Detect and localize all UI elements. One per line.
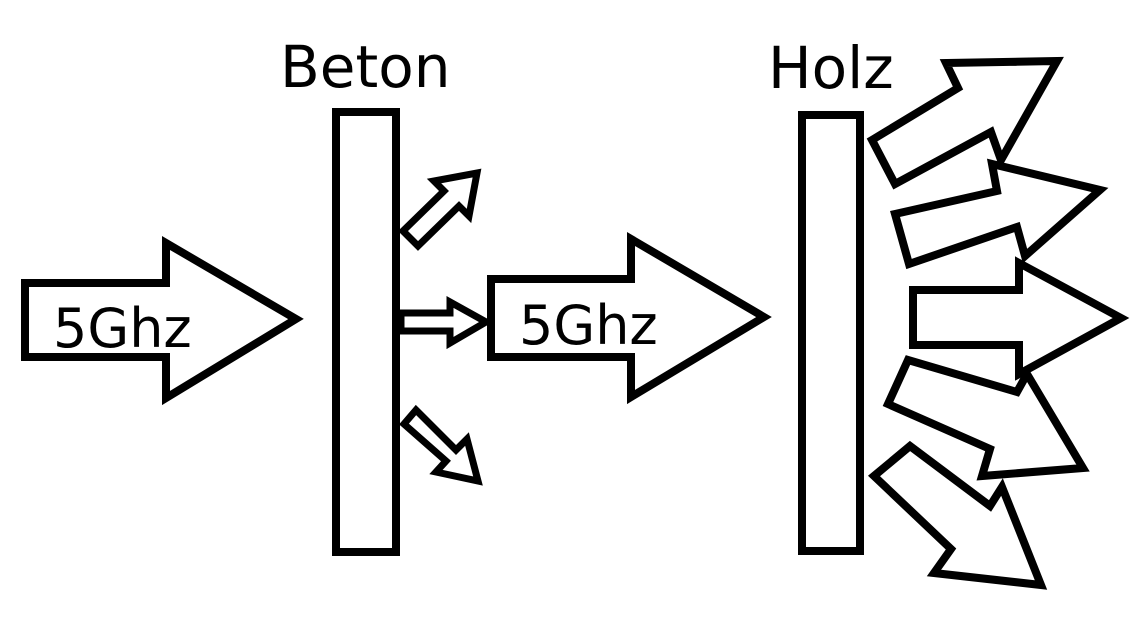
beton-wall-group: Beton (280, 33, 450, 556)
incoming-signal-label: 5Ghz (53, 297, 192, 360)
transmitted-signal-label: 5Ghz (519, 294, 658, 357)
transmitted-signal-arrow: 5Ghz (487, 232, 772, 405)
holz-arrow-lower-right (867, 440, 1048, 590)
holz-arrow-lower-mid (882, 355, 1090, 481)
beton-forward-small-arrow (397, 296, 494, 350)
holz-arrow-middle-right (909, 256, 1130, 381)
holz-scattered-arrows (866, 56, 1130, 590)
beton-downward-small-arrow (399, 404, 483, 486)
beton-small-arrows (397, 168, 494, 486)
holz-arrow-upper-mid (890, 158, 1109, 270)
holz-wall-group: Holz (768, 34, 894, 555)
holz-arrow-upper-right (866, 56, 1064, 190)
incoming-signal-arrow: 5Ghz (21, 236, 304, 406)
holz-label: Holz (768, 34, 894, 102)
beton-wall (332, 108, 400, 556)
holz-wall (798, 111, 864, 555)
beton-upward-small-arrow (398, 168, 482, 251)
beton-label: Beton (280, 33, 450, 101)
